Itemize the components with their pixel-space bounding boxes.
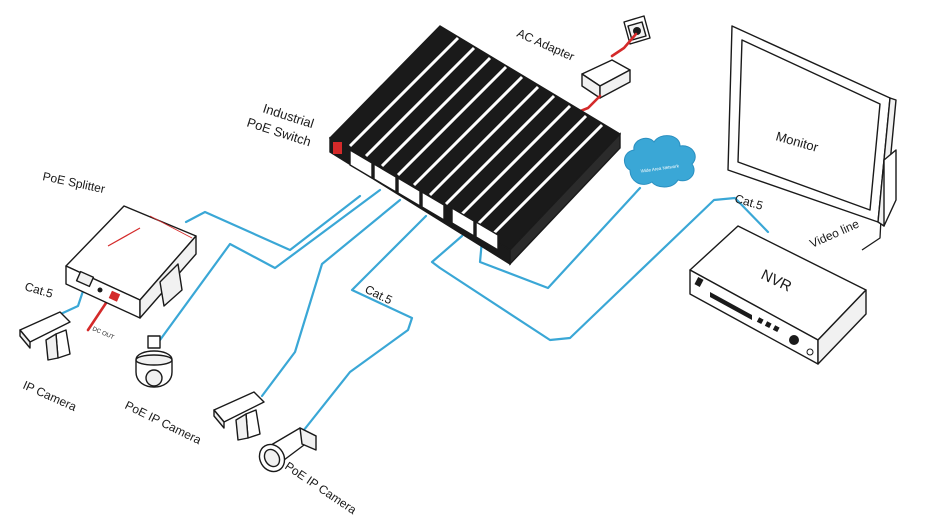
switch-heatsink-fins — [348, 36, 604, 235]
cat5-right-label: Cat.5 — [733, 191, 765, 212]
cables — [50, 159, 885, 442]
ip-camera-label: IP Camera — [21, 378, 79, 414]
cable-bullet2-switch — [294, 214, 428, 442]
cable-switch-nvr — [430, 196, 770, 342]
poe-bullet-camera-2 — [258, 427, 317, 473]
nvr-buttons — [756, 317, 799, 345]
poe-ip-camera-dome-label: PoE IP Camera — [123, 398, 204, 447]
poe-ip-camera-bottom-label: PoE IP Camera — [282, 459, 359, 517]
power-cable-dcout — [86, 298, 110, 332]
monitor: Monitor — [727, 25, 897, 227]
ip-camera — [19, 311, 71, 361]
cloud-network: Wide Area Network — [624, 135, 696, 188]
cat5-left-label: Cat.5 — [23, 279, 55, 300]
ac-adapter-label: AC Adapter — [515, 26, 577, 64]
switch-logo — [333, 142, 342, 154]
power-cable-socket — [610, 32, 638, 58]
poe-dome-camera — [135, 335, 173, 388]
poe-switch — [328, 25, 622, 266]
ac-adapter — [581, 59, 631, 99]
cable-dome-switch — [158, 188, 382, 342]
cloud-label: Wide Area Network — [640, 163, 680, 173]
cable-splitter-switch — [184, 194, 362, 252]
poe-splitter-label: PoE Splitter — [41, 169, 106, 196]
wall-socket — [623, 15, 651, 45]
power-cable-switch — [576, 94, 602, 114]
poe-bullet-camera-1 — [213, 391, 265, 441]
cable-bullet1-switch — [260, 198, 402, 398]
switch-ports — [349, 149, 499, 251]
poe-splitter — [65, 205, 197, 319]
nvr: NVR — [689, 225, 867, 365]
dc-out-label: DC OUT — [91, 326, 115, 341]
cable-switch-cloud — [478, 186, 642, 290]
video-line-label: Video line — [808, 216, 862, 250]
